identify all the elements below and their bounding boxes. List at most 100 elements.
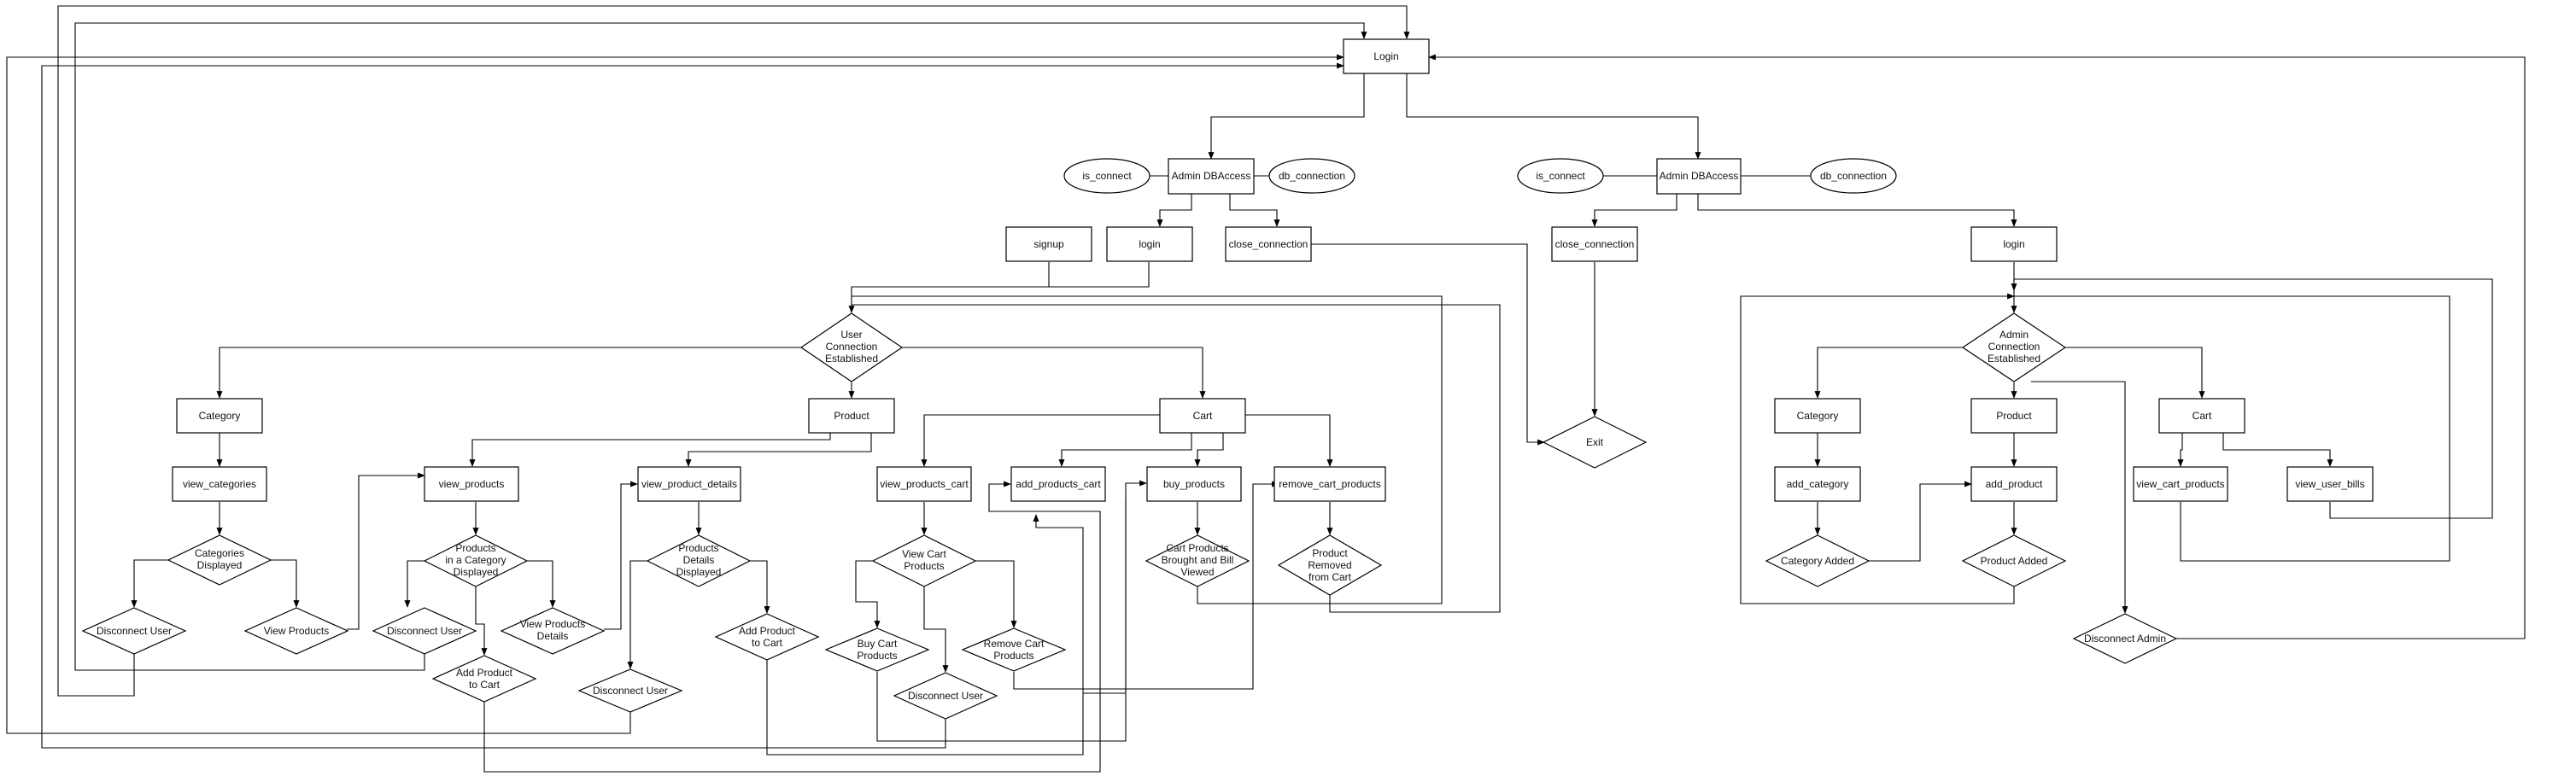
svg-text:db_connection: db_connection bbox=[1820, 170, 1887, 182]
disconnect-user-decision-2: Disconnect User bbox=[372, 607, 477, 655]
edge-add-products-cart-loop bbox=[1083, 499, 1127, 694]
edge-buy-cart-to-buy-products bbox=[876, 480, 1147, 742]
user-dbaccess-node[interactable]: Admin DBAccess bbox=[1168, 158, 1255, 195]
edge-a-cart-to-view-bills bbox=[2222, 433, 2333, 467]
flowchart-nodes: Login Admin DBAccess is_connect db_conne… bbox=[81, 38, 2374, 720]
svg-text:is_connect: is_connect bbox=[1536, 170, 1585, 182]
admin-category-node[interactable]: Category bbox=[1774, 398, 1861, 434]
edge-product-added-to-conn bbox=[1740, 293, 2015, 604]
edge-login-to-conn bbox=[852, 262, 1150, 288]
view-user-bills-node[interactable]: view_user_bills bbox=[2286, 466, 2374, 502]
svg-text:view_cart_products: view_cart_products bbox=[2136, 478, 2224, 490]
view-cart-products-node[interactable]: view_cart_products bbox=[2133, 466, 2228, 502]
svg-text:Established: Established bbox=[825, 353, 878, 365]
buy-products-node[interactable]: buy_products bbox=[1146, 466, 1242, 502]
category-added-decision: Category Added bbox=[1765, 534, 1871, 587]
edge-view-cart-to-buy bbox=[855, 560, 881, 628]
svg-text:Add Product: Add Product bbox=[739, 625, 796, 637]
view-categories-node[interactable]: view_categories bbox=[172, 466, 267, 502]
svg-text:view_product_details: view_product_details bbox=[641, 478, 737, 490]
svg-text:close_connection: close_connection bbox=[1555, 238, 1635, 250]
svg-text:view_categories: view_categories bbox=[183, 478, 256, 490]
product-added-decision: Product Added bbox=[1961, 534, 2067, 587]
edge-a-cart-to-view-cart bbox=[2177, 433, 2184, 467]
edge-view-bills-to-conn bbox=[2011, 278, 2493, 519]
svg-text:Displayed: Displayed bbox=[676, 566, 722, 578]
remove-cart-products-node[interactable]: remove_cart_products bbox=[1273, 466, 1386, 502]
svg-text:Connection: Connection bbox=[1988, 341, 2040, 353]
svg-text:Product: Product bbox=[834, 410, 869, 422]
user-product-node[interactable]: Product bbox=[808, 398, 895, 434]
svg-text:is_connect: is_connect bbox=[1082, 170, 1132, 182]
view-product-details-node[interactable]: view_product_details bbox=[637, 466, 741, 502]
admin-connection-decision: Admin Connection Established bbox=[1961, 312, 2067, 382]
svg-text:Products: Products bbox=[455, 542, 495, 554]
edge-conn-to-cart bbox=[901, 347, 1206, 399]
svg-text:view_products: view_products bbox=[439, 478, 505, 490]
admin-product-node[interactable]: Product bbox=[1970, 398, 2058, 434]
product-removed-decision: Product Removed from Cart bbox=[1277, 534, 1383, 596]
edge-cart-to-remove-cart-products bbox=[1245, 414, 1333, 467]
user-login-node[interactable]: login bbox=[1106, 226, 1193, 262]
add-category-node[interactable]: add_category bbox=[1774, 466, 1861, 502]
svg-text:View Products: View Products bbox=[520, 618, 585, 630]
edge-admin-conn-to-cart bbox=[2065, 347, 2205, 399]
buy-cart-products-decision: Buy Cart Products bbox=[824, 627, 930, 672]
connector-lines bbox=[6, 5, 2526, 773]
edge-disconnect-3-to-login bbox=[6, 54, 1344, 734]
edge-add-cart-1-to-add-products-cart bbox=[483, 481, 1101, 773]
edge-prod-cat-to-view-details bbox=[527, 560, 556, 608]
admin-close-connection-node[interactable]: close_connection bbox=[1551, 226, 1638, 262]
svg-text:add_products_cart: add_products_cart bbox=[1016, 478, 1101, 490]
svg-text:in a Category: in a Category bbox=[445, 554, 506, 566]
edge-admin-dbaccess-to-login bbox=[1697, 194, 2017, 227]
admin-cart-node[interactable]: Cart bbox=[2158, 398, 2245, 434]
disconnect-user-decision-1: Disconnect User bbox=[81, 607, 187, 655]
add-product-node[interactable]: add_product bbox=[1970, 466, 2058, 502]
svg-text:Details: Details bbox=[683, 554, 715, 566]
admin-dbaccess-node[interactable]: Admin DBAccess bbox=[1656, 158, 1742, 195]
edge-dbaccess-to-close bbox=[1229, 194, 1280, 227]
svg-text:Connection: Connection bbox=[826, 341, 878, 353]
edge-admin-dbaccess-to-close bbox=[1591, 194, 1677, 227]
svg-text:Category: Category bbox=[1797, 410, 1839, 422]
svg-text:View Products: View Products bbox=[264, 625, 329, 637]
svg-text:add_category: add_category bbox=[1787, 478, 1849, 490]
user-category-node[interactable]: Category bbox=[176, 398, 263, 434]
svg-text:Removed: Removed bbox=[1308, 559, 1351, 571]
edge-conn-to-category bbox=[216, 347, 802, 399]
svg-text:close_connection: close_connection bbox=[1229, 238, 1308, 250]
edge-admin-conn-to-disconnect bbox=[2031, 381, 2128, 614]
edge-user-close-to-exit bbox=[1311, 243, 1545, 446]
view-cart-products-decision: View Cart Products bbox=[871, 534, 977, 587]
edge-product-to-view-product-details bbox=[685, 433, 872, 467]
view-products-cart-node[interactable]: view_products_cart bbox=[876, 466, 972, 502]
svg-text:Categories: Categories bbox=[195, 547, 244, 559]
svg-text:Products: Products bbox=[993, 650, 1033, 662]
edge-remove-cart-to-remove-products bbox=[1013, 481, 1279, 690]
edge-cat-disp-to-disconnect bbox=[131, 559, 168, 608]
login-node[interactable]: Login bbox=[1343, 38, 1430, 74]
svg-text:Cart: Cart bbox=[1193, 410, 1213, 422]
svg-text:Established: Established bbox=[1988, 353, 2040, 365]
svg-text:Product: Product bbox=[1996, 410, 2032, 422]
signup-node[interactable]: signup bbox=[1005, 226, 1092, 262]
disconnect-user-decision-3: Disconnect User bbox=[577, 668, 683, 713]
add-products-cart-node[interactable]: add_products_cart bbox=[1010, 466, 1106, 502]
view-products-node[interactable]: view_products bbox=[424, 466, 519, 502]
edge-view-cart-to-remove bbox=[975, 560, 1017, 628]
edge-view-cart-to-disconnect bbox=[923, 586, 949, 673]
svg-text:Category: Category bbox=[199, 410, 241, 422]
svg-text:Disconnect User: Disconnect User bbox=[387, 625, 462, 637]
disconnect-admin-decision: Disconnect Admin bbox=[2072, 613, 2178, 664]
add-product-to-cart-decision-1: Add Product to Cart bbox=[431, 655, 537, 703]
svg-text:db_connection: db_connection bbox=[1279, 170, 1345, 182]
admin-login-node[interactable]: login bbox=[1970, 226, 2058, 262]
user-cart-node[interactable]: Cart bbox=[1159, 398, 1246, 434]
user-close-connection-node[interactable]: close_connection bbox=[1225, 226, 1312, 262]
disconnect-user-decision-4: Disconnect User bbox=[893, 672, 998, 720]
svg-text:Remove Cart: Remove Cart bbox=[984, 638, 1045, 650]
svg-text:Disconnect User: Disconnect User bbox=[908, 690, 983, 702]
svg-text:Disconnect Admin: Disconnect Admin bbox=[2084, 633, 2166, 645]
